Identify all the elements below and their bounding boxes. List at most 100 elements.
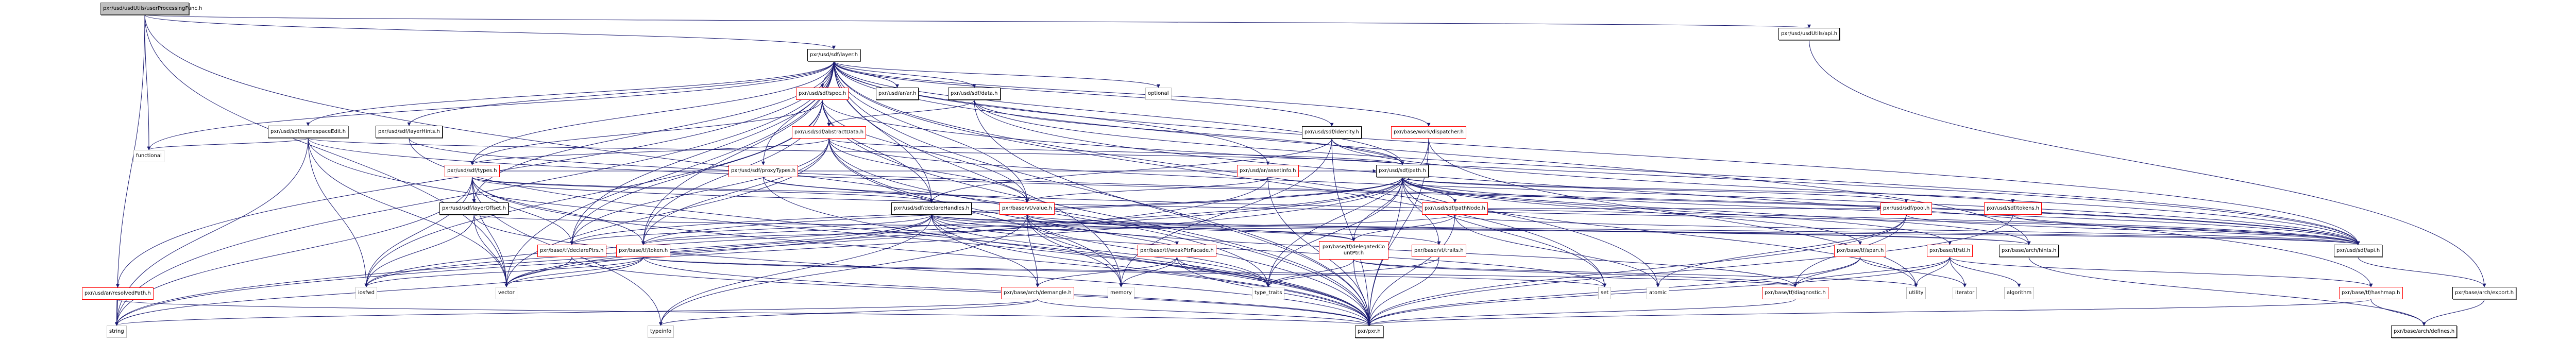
node-ar-assetInfo[interactable]: pxr/usd/ar/assetInfo.h — [1237, 165, 1299, 177]
edge-types-to-pxr — [472, 177, 1371, 326]
node-vt-traits[interactable]: pxr/base/vt/traits.h — [1412, 245, 1466, 257]
edge-layer-to-set — [834, 61, 1606, 287]
node-vt-value[interactable]: pxr/base/vt/value.h — [999, 202, 1055, 215]
node-pxr[interactable]: pxr/pxr.h — [1355, 326, 1383, 338]
node-work-dispatcher[interactable]: pxr/base/work/dispatcher.h — [1391, 126, 1466, 139]
edge-identity-to-path — [1331, 138, 1404, 165]
node-functional[interactable]: functional — [133, 150, 164, 162]
node-userProcessingFunc[interactable]: pxr/usd/usdUtils/userProcessingFunc.h — [100, 3, 202, 15]
node-label: pxr/base/work/dispatcher.h — [1394, 129, 1464, 135]
edge-abstractData-to-memory — [828, 138, 1123, 287]
edge-vttraits-to-type_traits — [1266, 256, 1439, 287]
node-label: string — [109, 329, 124, 334]
edge-layer-to-declareHandles — [834, 61, 934, 203]
edge-declareHandles-to-type_traits — [931, 214, 1270, 287]
edge-namespaceEdit-to-iosfwd — [308, 138, 368, 287]
node-tf-hashmap[interactable]: pxr/base/tf/hashmap.h — [2339, 287, 2403, 299]
edge-resolvedPath-to-pxr — [117, 299, 1371, 326]
node-iosfwd[interactable]: iosfwd — [355, 287, 377, 299]
edge-pathNode-to-token — [641, 214, 1455, 245]
edge-layerOffset-to-iosfwd — [364, 214, 474, 287]
node-set[interactable]: set — [1598, 287, 1612, 299]
node-string[interactable]: string — [107, 326, 127, 338]
edge-proxyTypes-to-pxr — [763, 177, 1371, 326]
node-sdf-pathNode[interactable]: pxr/usd/sdf/pathNode.h — [1422, 202, 1488, 215]
node-arch-demangle[interactable]: pxr/base/arch/demangle.h — [1001, 287, 1074, 299]
node-type_traits[interactable]: type_traits — [1252, 287, 1285, 299]
node-sdf-path[interactable]: pxr/usd/sdf/path.h — [1376, 165, 1429, 177]
node-tf-diagnostic[interactable]: pxr/base/tf/diagnostic.h — [1762, 287, 1828, 299]
edge-identity-to-pxr — [1331, 138, 1371, 326]
node-iterator[interactable]: iterator — [1953, 287, 1977, 299]
node-tf-span[interactable]: pxr/base/tf/span.h — [1834, 245, 1887, 257]
node-sdf-identity[interactable]: pxr/usd/sdf/identity.h — [1302, 126, 1362, 139]
node-ar-resolvedPath[interactable]: pxr/usd/ar/resolvedPath.h — [82, 287, 154, 300]
node-sdf-proxyTypes[interactable]: pxr/usd/sdf/proxyTypes.h — [728, 165, 799, 177]
node-sdf-declareHandles[interactable]: pxr/usd/sdf/declareHandles.h — [891, 202, 972, 215]
node-algorithm[interactable]: algorithm — [2004, 287, 2035, 299]
node-sdf-layer[interactable]: pxr/usd/sdf/layer.h — [807, 49, 861, 61]
node-typeinfo[interactable]: typeinfo — [648, 326, 674, 338]
node-label: pxr/base/tf/weakPtrFacade.h — [1140, 248, 1214, 253]
node-tf-delegatedCountPtr[interactable]: pxr/base/tf/delegatedCountPtr.h — [1319, 241, 1388, 260]
node-sdf-namespaceEdit[interactable]: pxr/usd/sdf/namespaceEdit.h — [268, 126, 349, 138]
edge-data-to-hashmap — [974, 99, 2373, 287]
node-tf-declarePtrs[interactable]: pxr/base/tf/declarePtrs.h — [537, 245, 606, 257]
node-tf-token[interactable]: pxr/base/tf/token.h — [616, 245, 671, 257]
edge-declareHandles-to-hints — [931, 214, 2031, 245]
node-label: pxr/usd/sdf/types.h — [447, 168, 497, 174]
node-sdf-tokens[interactable]: pxr/usd/sdf/tokens.h — [1984, 202, 2042, 215]
node-tf-weakPtrFacade[interactable]: pxr/base/tf/weakPtrFacade.h — [1138, 245, 1216, 257]
edge-layer-to-sdfapi — [834, 61, 2360, 245]
node-utility[interactable]: utility — [1906, 287, 1926, 299]
edge-layer-to-ar — [834, 61, 899, 88]
node-arch-hints[interactable]: pxr/base/arch/hints.h — [1999, 245, 2059, 257]
edge-token-to-vector — [504, 256, 643, 287]
node-ar-ar[interactable]: pxr/usd/ar/ar.h — [876, 88, 919, 100]
node-label: pxr/base/tf/declarePtrs.h — [540, 248, 604, 253]
node-usdUtils-api[interactable]: pxr/usd/usdUtils/api.h — [1778, 28, 1840, 40]
edge-abstractData-to-vector — [504, 138, 829, 287]
edge-pool-to-atomic — [1656, 214, 1907, 287]
node-vector[interactable]: vector — [496, 287, 517, 299]
edge-weakPtrFacade-to-demangle — [1036, 256, 1177, 287]
node-label: pxr/usd/ar/assetInfo.h — [1240, 168, 1296, 174]
node-label: pxr/base/vt/traits.h — [1414, 248, 1464, 253]
node-tf-stl[interactable]: pxr/base/tf/stl.h — [1927, 245, 1973, 257]
edge-demangle-to-pxr — [1037, 299, 1371, 326]
node-label: pxr/usd/sdf/layer.h — [810, 52, 858, 58]
edge-path-to-string — [115, 177, 1403, 326]
node-sdf-api[interactable]: pxr/usd/sdf/api.h — [2334, 245, 2383, 257]
node-sdf-abstractData[interactable]: pxr/usd/sdf/abstractData.h — [792, 126, 867, 139]
node-arch-export[interactable]: pxr/base/arch/export.h — [2452, 287, 2517, 299]
node-sdf-layerHints[interactable]: pxr/usd/sdf/layerHints.h — [376, 126, 443, 138]
node-memory[interactable]: memory — [1108, 287, 1134, 299]
edge-spec-to-declareHandles — [822, 99, 934, 203]
node-label: pxr/usd/sdf/namespaceEdit.h — [270, 129, 346, 134]
node-sdf-spec[interactable]: pxr/usd/sdf/spec.h — [796, 88, 849, 100]
edge-layer-to-layerHints — [407, 61, 834, 126]
edge-layer-to-namespaceEdit — [306, 61, 834, 126]
node-label: type_traits — [1255, 290, 1282, 296]
edge-delegatedCountPtr-to-diagnostic — [1353, 259, 1797, 287]
node-label: pxr/base/arch/hints.h — [2002, 248, 2057, 253]
edge-declarePtrs-to-pxr — [571, 256, 1371, 326]
node-sdf-data[interactable]: pxr/usd/sdf/data.h — [948, 88, 1001, 100]
node-optional[interactable]: optional — [1145, 88, 1172, 100]
node-atomic[interactable]: atomic — [1647, 287, 1670, 299]
node-label: vector — [498, 290, 515, 296]
edge-types-to-iosfwd — [364, 177, 472, 287]
node-arch-defines[interactable]: pxr/base/arch/defines.h — [2391, 326, 2458, 338]
node-label: pxr/base/arch/defines.h — [2394, 329, 2455, 334]
node-label: pxr/usd/sdf/path.h — [1379, 168, 1426, 174]
edge-abstractData-to-types — [470, 138, 829, 165]
edge-value-to-diagnostic — [1027, 214, 1797, 287]
edge-abstractData-to-value — [828, 138, 1029, 203]
node-sdf-types[interactable]: pxr/usd/sdf/types.h — [445, 165, 500, 177]
edge-layer-to-path — [834, 61, 1404, 165]
edge-stl-to-iterator — [1950, 256, 1967, 287]
node-sdf-pool[interactable]: pxr/usd/sdf/pool.h — [1880, 202, 1933, 215]
node-sdf-layerOffset[interactable]: pxr/usd/sdf/layerOffset.h — [439, 202, 509, 215]
edge-root-to-layer — [144, 14, 836, 49]
